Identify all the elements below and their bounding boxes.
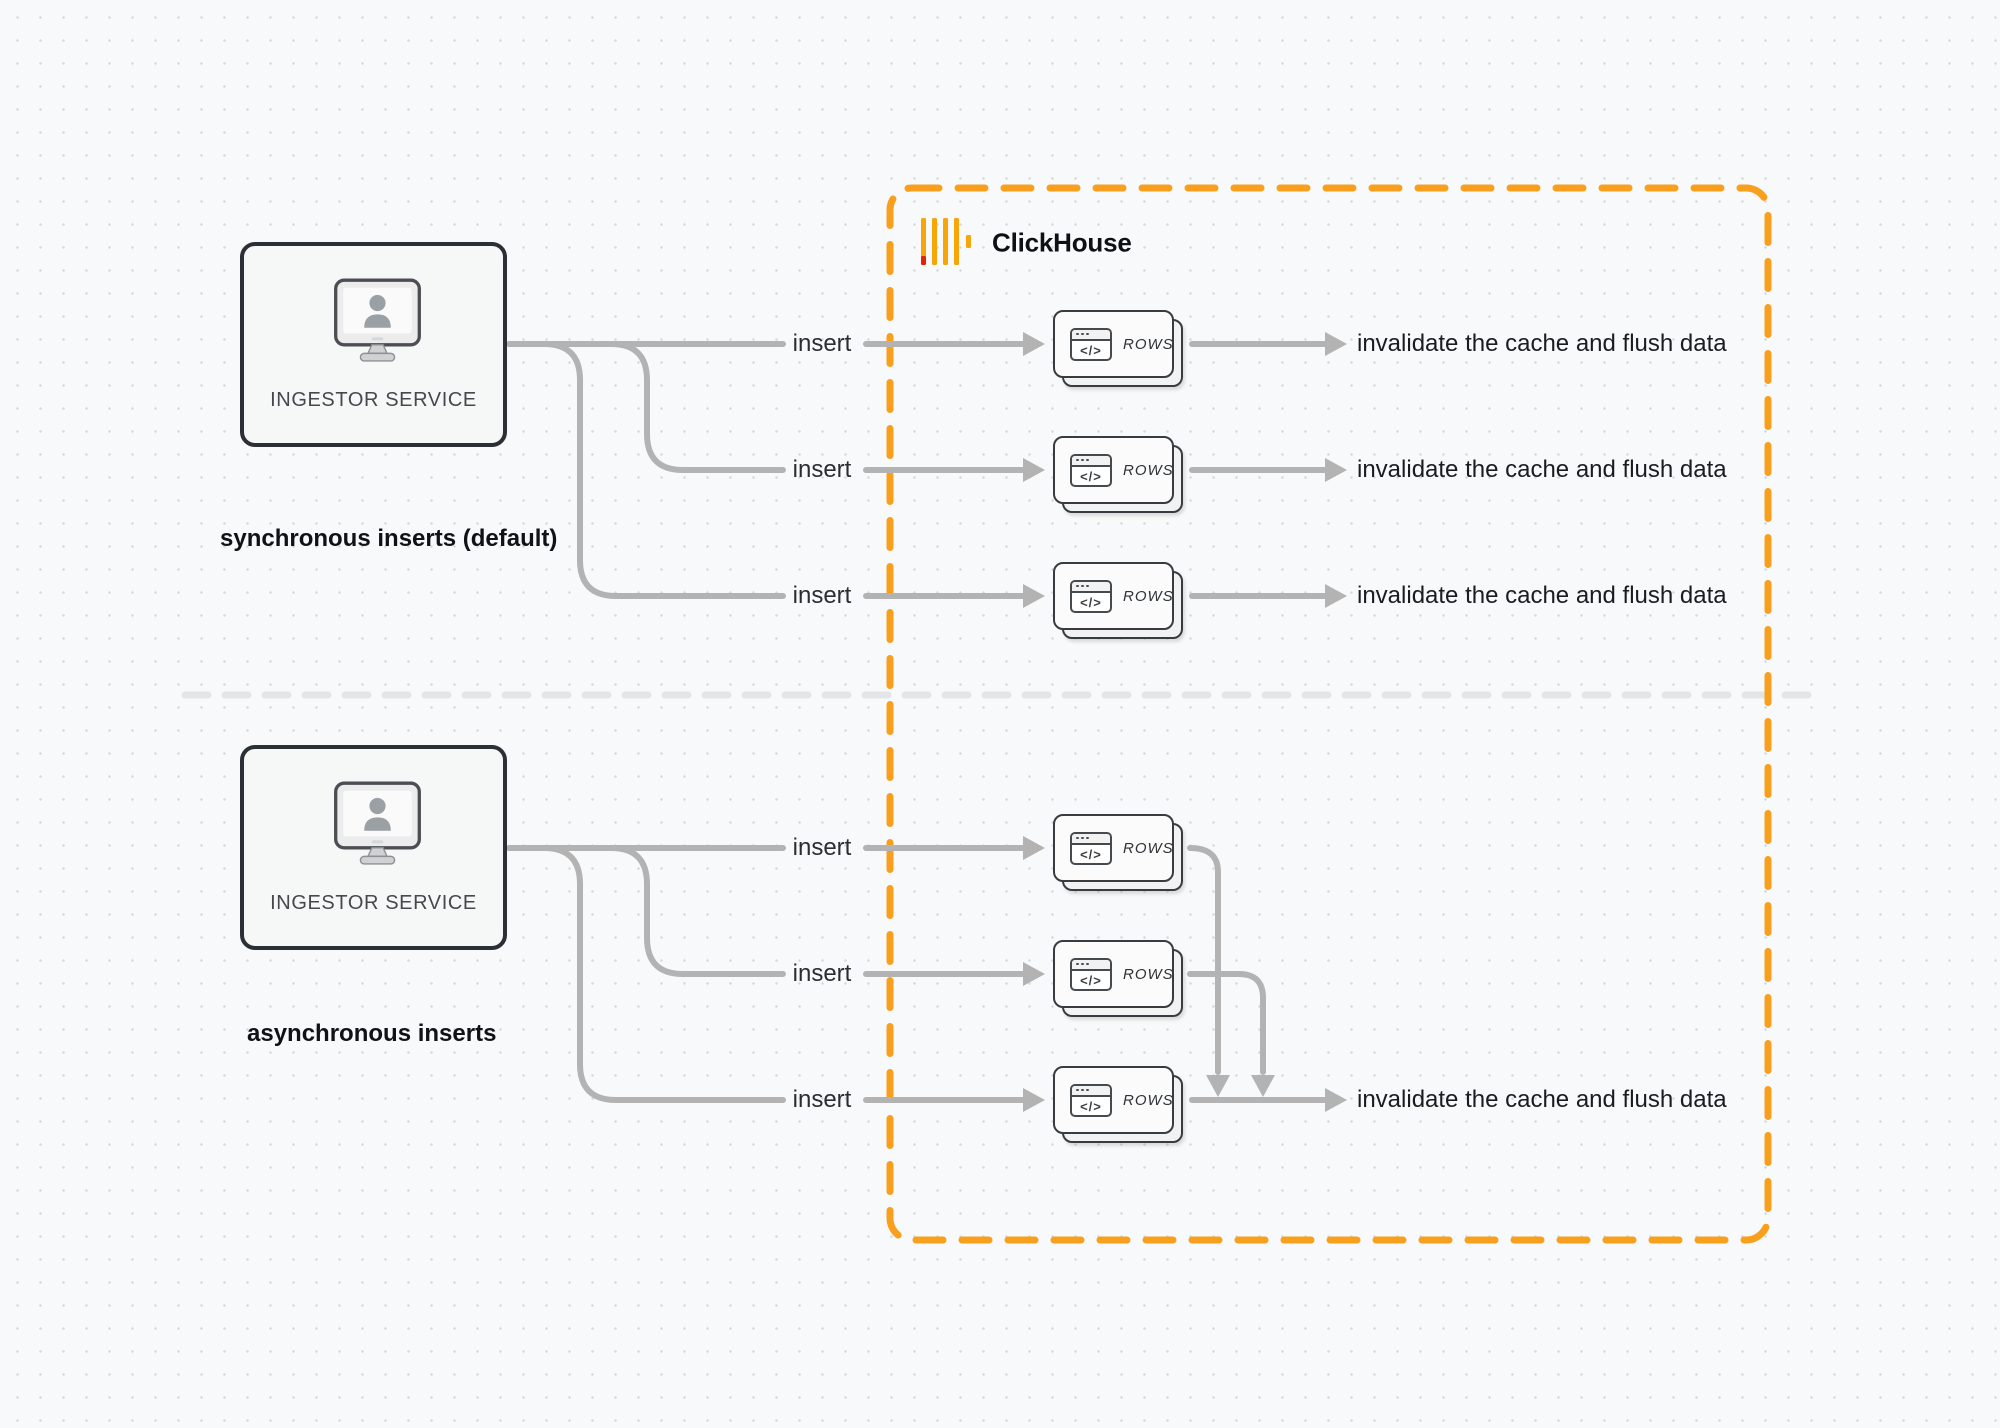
arrowhead-icon [1023, 836, 1045, 860]
arrowheads [1023, 332, 1347, 1112]
rows-node-async-3: </> ROWS [1053, 1066, 1183, 1143]
logo-bar [932, 218, 937, 265]
code-window-titlebar [1072, 329, 1110, 341]
code-window-titlebar [1072, 455, 1110, 467]
arrowhead-icon [1325, 1088, 1347, 1112]
arrowhead-icon [1023, 584, 1045, 608]
monitor-user-icon [334, 781, 421, 865]
clickhouse-bars-logo [921, 218, 972, 265]
ingestor-service-label: INGESTOR SERVICE [270, 389, 477, 411]
logo-bar [943, 218, 948, 265]
code-window-icon: </> [1070, 453, 1112, 487]
code-window-titlebar [1072, 1085, 1110, 1097]
code-window-icon: </> [1070, 1083, 1112, 1117]
rows-node-sync-2: </> ROWS [1053, 436, 1183, 513]
code-window-icon: </> [1070, 327, 1112, 361]
rows-node-label: ROWS [1123, 1091, 1174, 1109]
rows-node-async-2: </> ROWS [1053, 940, 1183, 1017]
logo-bar [921, 218, 926, 265]
code-window-icon: </> [1070, 579, 1112, 613]
code-glyph: </> [1080, 343, 1102, 358]
async-drop-row1 [1187, 845, 1221, 1075]
async-section-label: asynchronous inserts [247, 1020, 497, 1047]
sync-branch-row2 [608, 341, 786, 473]
logo-bar-short [966, 235, 971, 248]
insert-label-async-1: insert [792, 834, 852, 861]
code-window-titlebar [1072, 833, 1110, 845]
rows-node-front: </> ROWS [1053, 562, 1174, 630]
code-window-titlebar [1072, 581, 1110, 593]
logo-red-accent [921, 256, 926, 265]
async-branch-row2 [608, 845, 786, 977]
insert-label-async-2: insert [792, 960, 852, 987]
gray-connectors [506, 341, 1329, 1103]
insert-label-sync-2: insert [792, 456, 852, 483]
arrowhead-icon [1023, 962, 1045, 986]
arrowhead-icon [1023, 1088, 1045, 1112]
logo-bar [954, 218, 959, 265]
sync-section-label: synchronous inserts (default) [220, 525, 558, 552]
insert-label-async-3: insert [792, 1086, 852, 1113]
arrowhead-icon [1325, 458, 1347, 482]
arrowhead-icon [1023, 332, 1045, 356]
monitor-user-icon [334, 278, 421, 362]
code-glyph: </> [1080, 1099, 1102, 1114]
rows-node-front: </> ROWS [1053, 436, 1174, 504]
async-drop-row2 [1187, 971, 1266, 1075]
code-window-titlebar [1072, 959, 1110, 971]
code-glyph: </> [1080, 469, 1102, 484]
rows-node-label: ROWS [1123, 839, 1174, 857]
ingestor-service-label: INGESTOR SERVICE [270, 892, 477, 914]
code-window-icon: </> [1070, 831, 1112, 865]
result-label-sync-2: invalidate the cache and flush data [1357, 456, 1727, 483]
sync-branch-row3 [541, 341, 786, 599]
rows-node-front: </> ROWS [1053, 940, 1174, 1008]
rows-node-sync-1: </> ROWS [1053, 310, 1183, 387]
code-glyph: </> [1080, 847, 1102, 862]
rows-node-front: </> ROWS [1053, 1066, 1174, 1134]
code-window-icon: </> [1070, 957, 1112, 991]
rows-node-label: ROWS [1123, 965, 1174, 983]
insert-label-sync-1: insert [792, 330, 852, 357]
ingestor-service-node-sync: INGESTOR SERVICE [240, 242, 507, 447]
rows-node-front: </> ROWS [1053, 814, 1174, 882]
arrowhead-icon [1325, 332, 1347, 356]
rows-node-label: ROWS [1123, 461, 1174, 479]
ingestor-service-node-async: INGESTOR SERVICE [240, 745, 507, 950]
rows-node-async-1: </> ROWS [1053, 814, 1183, 891]
code-glyph: </> [1080, 595, 1102, 610]
insert-label-sync-3: insert [792, 582, 852, 609]
async-branch-row3 [541, 845, 786, 1103]
result-label-async: invalidate the cache and flush data [1357, 1086, 1727, 1113]
arrowhead-down-icon [1251, 1075, 1275, 1097]
rows-node-front: </> ROWS [1053, 310, 1174, 378]
clickhouse-title: ClickHouse [992, 227, 1132, 258]
rows-node-label: ROWS [1123, 587, 1174, 605]
arrowhead-icon [1023, 458, 1045, 482]
rows-node-label: ROWS [1123, 335, 1174, 353]
code-glyph: </> [1080, 973, 1102, 988]
result-label-sync-1: invalidate the cache and flush data [1357, 330, 1727, 357]
rows-node-sync-3: </> ROWS [1053, 562, 1183, 639]
clickhouse-container-border [886, 184, 1772, 1244]
arrowhead-icon [1325, 584, 1347, 608]
result-label-sync-3: invalidate the cache and flush data [1357, 582, 1727, 609]
arrowhead-down-icon [1206, 1075, 1230, 1097]
